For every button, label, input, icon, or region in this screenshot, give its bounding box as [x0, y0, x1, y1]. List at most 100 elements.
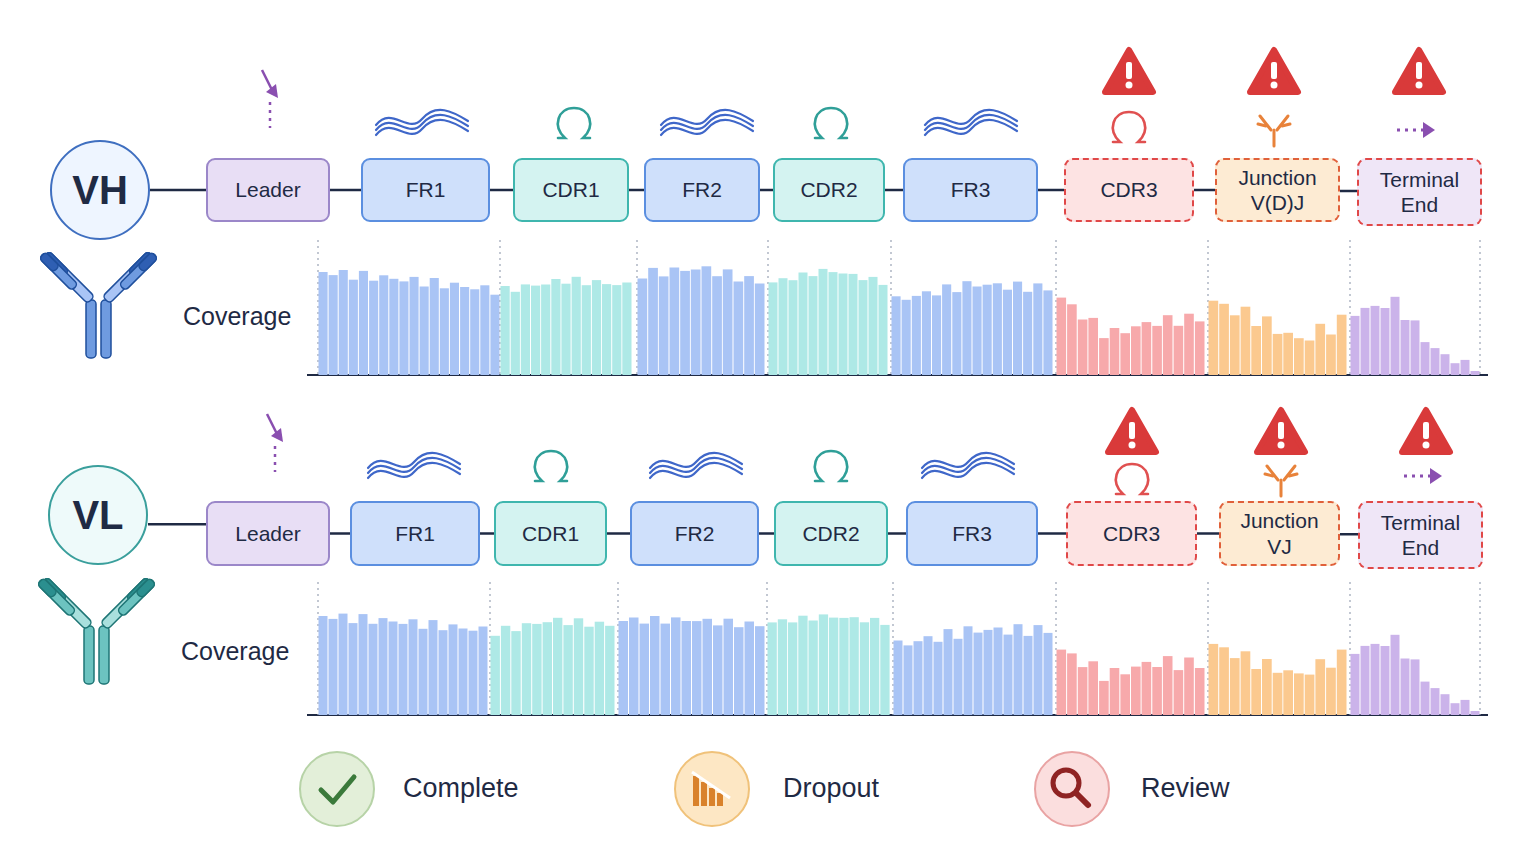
coverage-bar: [1337, 650, 1347, 715]
coverage-bar: [410, 277, 419, 375]
coverage-bar: [1088, 661, 1098, 715]
coverage-bar: [553, 618, 562, 715]
coverage-bar: [984, 630, 993, 715]
coverage-bar: [429, 620, 438, 715]
warning-icon: [1250, 50, 1298, 92]
coverage-bar: [1337, 315, 1347, 375]
coverage-bar: [723, 269, 733, 375]
coverage-bar: [389, 279, 398, 375]
coverage-bar: [511, 631, 520, 715]
coverage-bar: [1131, 326, 1141, 375]
coverage-bar: [1351, 316, 1360, 375]
coverage-bar: [369, 624, 378, 715]
coverage-bar: [574, 618, 583, 715]
coverage-bar: [592, 280, 601, 375]
coverage-bar: [459, 629, 468, 716]
region-box: FR2: [644, 158, 760, 222]
chain-connector: [759, 532, 774, 535]
coverage-bar: [1431, 348, 1440, 375]
loop-icon: [815, 108, 847, 138]
coverage-bar: [584, 627, 593, 715]
coverage-bar: [522, 623, 531, 715]
region-divider: [489, 582, 490, 715]
coverage-bar: [1441, 694, 1450, 715]
coverage-bar: [768, 622, 777, 715]
region-box: FR2: [630, 501, 759, 566]
chain-connector: [888, 532, 906, 535]
coverage-bar: [778, 619, 787, 715]
region-label: VH: [72, 166, 128, 214]
region-divider: [1349, 582, 1350, 715]
coverage-bar: [942, 284, 951, 375]
coverage-bar: [1351, 654, 1360, 715]
coverage-bar: [1088, 318, 1098, 375]
coverage-bar: [860, 622, 869, 715]
coverage-bar: [964, 626, 973, 715]
region-box: CDR2: [773, 158, 885, 222]
region-box: CDR2: [774, 501, 888, 566]
coverage-bar: [755, 284, 765, 376]
legend-text: Dropout: [783, 773, 879, 804]
region-label: CDR3: [1103, 521, 1160, 546]
chain-connector: [1038, 532, 1066, 535]
legend-icon: [675, 752, 749, 826]
chain-connector: [1194, 189, 1215, 192]
framework-icon: [922, 453, 1014, 478]
coverage-bar: [944, 629, 953, 715]
coverage-bar: [724, 619, 734, 715]
coverage-bar: [1043, 290, 1052, 375]
region-box: Junction VJ: [1219, 501, 1340, 566]
coverage-bar: [1411, 320, 1420, 375]
legend-text: Complete: [403, 773, 519, 804]
coverage-bar: [1067, 304, 1077, 375]
coverage-bar: [319, 616, 328, 715]
coverage-bar: [922, 291, 931, 375]
coverage-bar: [1421, 342, 1430, 375]
coverage-bar: [734, 627, 744, 715]
coverage-bar: [691, 270, 701, 376]
loop-icon: [535, 451, 567, 481]
coverage-bar: [859, 280, 868, 375]
region-label: FR3: [951, 177, 991, 202]
junction-icon: [1265, 466, 1297, 496]
coverage-bar: [1401, 659, 1410, 716]
region-divider: [892, 582, 893, 715]
coverage-bar: [1361, 646, 1370, 715]
coverage-bar: [563, 625, 572, 715]
coverage-bar: [1057, 650, 1067, 715]
coverage-bar: [339, 614, 348, 715]
antibody-icon: [39, 251, 158, 358]
coverage-bar: [1401, 320, 1410, 375]
coverage-bar: [619, 621, 629, 715]
coverage-bar: [1120, 333, 1130, 375]
coverage-bar: [1131, 667, 1141, 715]
coverage-bar: [1305, 675, 1315, 715]
coverage-bar: [870, 618, 879, 715]
coverage-bar: [659, 276, 669, 375]
chain-connector: [150, 189, 206, 192]
coverage-bar: [521, 284, 530, 375]
coverage-bar: [1273, 673, 1283, 715]
region-divider: [499, 240, 500, 375]
coverage-bar: [702, 266, 712, 375]
coverage-bar: [648, 268, 658, 375]
loop-icon: [558, 108, 590, 138]
coverage-bar: [1391, 635, 1400, 715]
chain-connector: [330, 189, 361, 192]
coverage-bar: [1067, 653, 1077, 715]
coverage-bar: [622, 283, 631, 376]
coverage-bar: [1003, 290, 1012, 375]
coverage-bar: [879, 285, 888, 375]
region-divider: [636, 240, 637, 375]
coverage-bar: [1099, 681, 1109, 715]
region-box: FR3: [906, 501, 1038, 566]
chain-connector: [607, 532, 630, 535]
region-label: FR3: [952, 521, 992, 546]
warning-icon: [1402, 410, 1450, 452]
coverage-bar: [1078, 667, 1088, 715]
coverage-bar: [1326, 335, 1336, 376]
coverage-bar: [1262, 659, 1272, 715]
coverage-bar: [1241, 651, 1251, 715]
leader-icon: [267, 414, 283, 472]
loop-icon: [1113, 112, 1145, 142]
